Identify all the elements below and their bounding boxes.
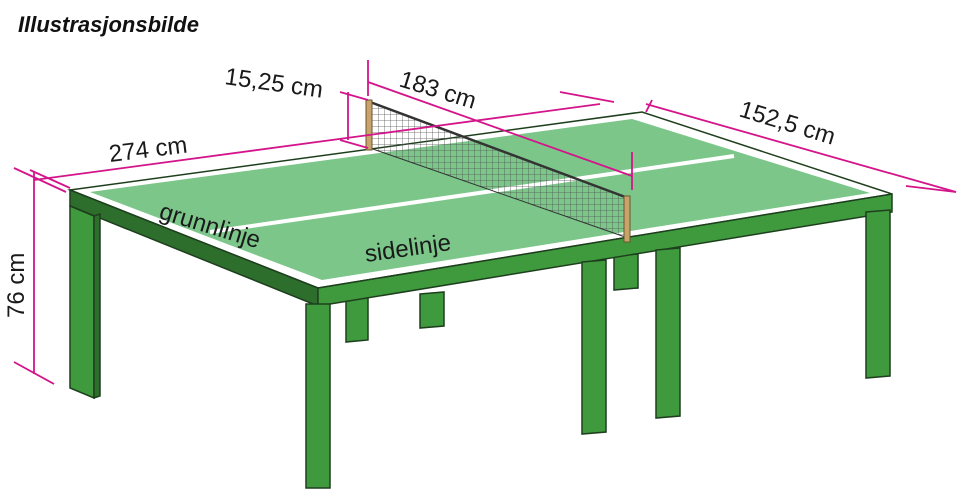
leg-front-left-face: [93, 212, 101, 400]
frame-long-side: [317, 193, 893, 307]
leg-front-left: [69, 204, 95, 400]
leg-far-right: [865, 209, 891, 379]
leg-back-left-inner: [345, 297, 369, 343]
dim-length-label: 274 cm: [107, 132, 188, 168]
center-line: [209, 154, 735, 234]
front-legs: [69, 204, 891, 489]
net-top-band: [369, 100, 629, 200]
leg-front-middle: [581, 259, 607, 435]
net-post-left: [365, 99, 373, 151]
dim-net-length-line: [367, 81, 633, 177]
leg-back-mid: [419, 291, 445, 329]
dim-width-label: 152,5 cm: [736, 96, 838, 151]
dim-width-line: [645, 103, 957, 193]
leg-back-right: [613, 253, 639, 291]
net-post-right: [623, 195, 631, 243]
dim-net-height-label: 15,25 cm: [223, 63, 325, 103]
dim-height-label: 76 cm: [3, 253, 30, 318]
leg-middle-right: [655, 247, 681, 419]
net: [365, 99, 631, 243]
dimension-lines: [13, 60, 957, 385]
page-title: Illustrasjonsbilde: [18, 12, 199, 37]
leg-front-corner: [305, 303, 331, 489]
table-playing-surface: [90, 119, 870, 280]
dim-length-line: [33, 103, 601, 181]
